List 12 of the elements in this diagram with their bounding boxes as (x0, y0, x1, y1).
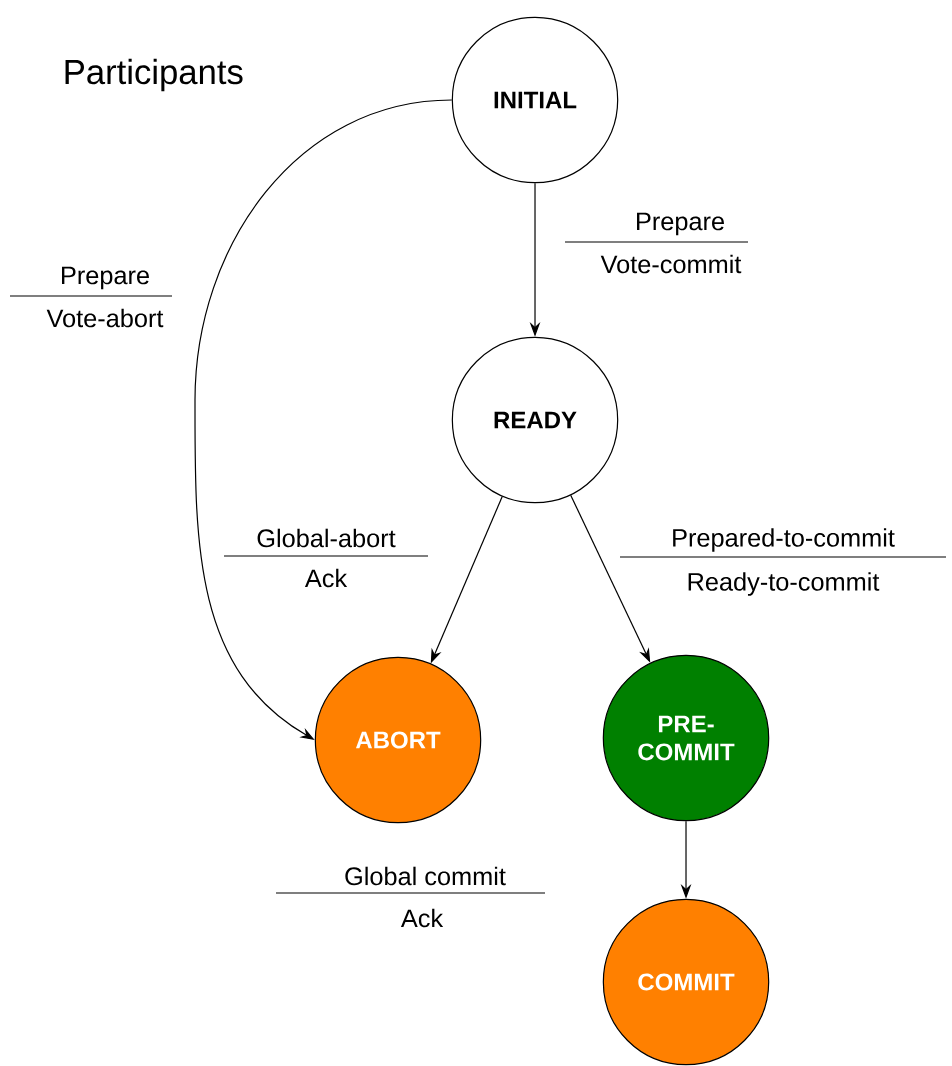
transition-label: Ack (304, 568, 348, 588)
transition-label: Ack (400, 908, 444, 928)
title: Participants (65, 58, 243, 92)
arrow (194, 99, 453, 740)
transition-label: Global-abort (257, 528, 396, 548)
transition-label: Prepared-to-commit (673, 528, 895, 552)
transition-label: Prepare (62, 266, 149, 290)
transition-label: Global commit (345, 866, 506, 886)
transition-label: Vote-commit (600, 254, 742, 274)
transition-label: Ready-to-commit (688, 572, 880, 596)
transition-label: Vote-abort (46, 308, 164, 328)
transition-label: Prepare (637, 212, 724, 236)
